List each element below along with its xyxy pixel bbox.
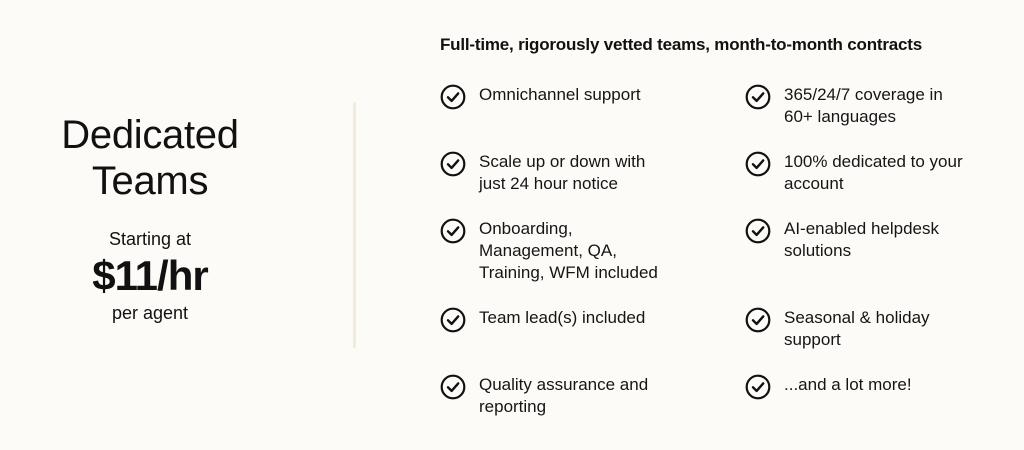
feature-more: ...and a lot more!	[745, 374, 1014, 400]
feature-text: ...and a lot more!	[784, 374, 1014, 396]
plan-summary: Dedicated Teams Starting at $11/hr per a…	[30, 112, 270, 324]
feature-text: Team lead(s) included	[479, 307, 709, 329]
feature-line: Scale up or down with	[479, 152, 646, 171]
feature-line: Team lead(s) included	[479, 308, 646, 327]
feature-text: Onboarding, Management, QA, Training, WF…	[479, 218, 709, 284]
feature-line: Training, WFM included	[479, 263, 658, 282]
feature-line: support	[784, 330, 841, 349]
feature-seasonal: Seasonal & holiday support	[745, 307, 1014, 351]
feature-line: 365/24/7 coverage in	[784, 85, 943, 104]
feature-line: Quality assurance and	[479, 375, 649, 394]
feature-line: reporting	[479, 397, 547, 416]
feature-ai-helpdesk: AI-enabled helpdesk solutions	[745, 218, 1014, 262]
feature-line: 60+ languages	[784, 107, 897, 126]
feature-line: just 24 hour notice	[479, 174, 618, 193]
check-circle-icon	[440, 84, 466, 110]
plan-title: Dedicated Teams	[30, 112, 270, 204]
check-circle-icon	[745, 218, 771, 244]
feature-line: solutions	[784, 241, 852, 260]
feature-line: ...and a lot more!	[784, 375, 912, 394]
feature-line: account	[784, 174, 844, 193]
price: $11/hr	[92, 252, 208, 299]
per-agent-label: per agent	[111, 303, 189, 323]
feature-text: Scale up or down with just 24 hour notic…	[479, 151, 709, 195]
feature-line: Management, QA,	[479, 241, 617, 260]
check-circle-icon	[745, 84, 771, 110]
feature-line: 100% dedicated to your	[784, 152, 963, 171]
feature-line: Onboarding,	[479, 219, 573, 238]
feature-text: AI-enabled helpdesk solutions	[784, 218, 1014, 262]
feature-omnichannel: Omnichannel support	[440, 84, 709, 110]
plan-title-line1: Dedicated	[61, 113, 239, 157]
feature-text: Quality assurance and reporting	[479, 374, 709, 418]
features-headline: Full-time, rigorously vetted teams, mont…	[440, 35, 922, 54]
check-circle-icon	[745, 151, 771, 177]
feature-text: 100% dedicated to your account	[784, 151, 1014, 195]
feature-text: Seasonal & holiday support	[784, 307, 1014, 351]
check-circle-icon	[440, 218, 466, 244]
feature-onboarding: Onboarding, Management, QA, Training, WF…	[440, 218, 709, 284]
feature-scale: Scale up or down with just 24 hour notic…	[440, 151, 709, 195]
check-circle-icon	[440, 374, 466, 400]
feature-team-lead: Team lead(s) included	[440, 307, 709, 333]
check-circle-icon	[745, 307, 771, 333]
feature-quality: Quality assurance and reporting	[440, 374, 709, 418]
feature-line: Seasonal & holiday	[784, 308, 930, 327]
feature-text: 365/24/7 coverage in 60+ languages	[784, 84, 1014, 128]
feature-line: AI-enabled helpdesk	[784, 219, 940, 238]
feature-coverage: 365/24/7 coverage in 60+ languages	[745, 84, 1014, 128]
plan-title-line2: Teams	[91, 159, 209, 203]
vertical-divider	[353, 102, 356, 348]
feature-line: Omnichannel support	[479, 85, 641, 104]
feature-text: Omnichannel support	[479, 84, 709, 106]
check-circle-icon	[745, 374, 771, 400]
check-circle-icon	[440, 307, 466, 333]
feature-dedicated: 100% dedicated to your account	[745, 151, 1014, 195]
check-circle-icon	[440, 151, 466, 177]
starting-label: Starting at	[108, 229, 192, 249]
